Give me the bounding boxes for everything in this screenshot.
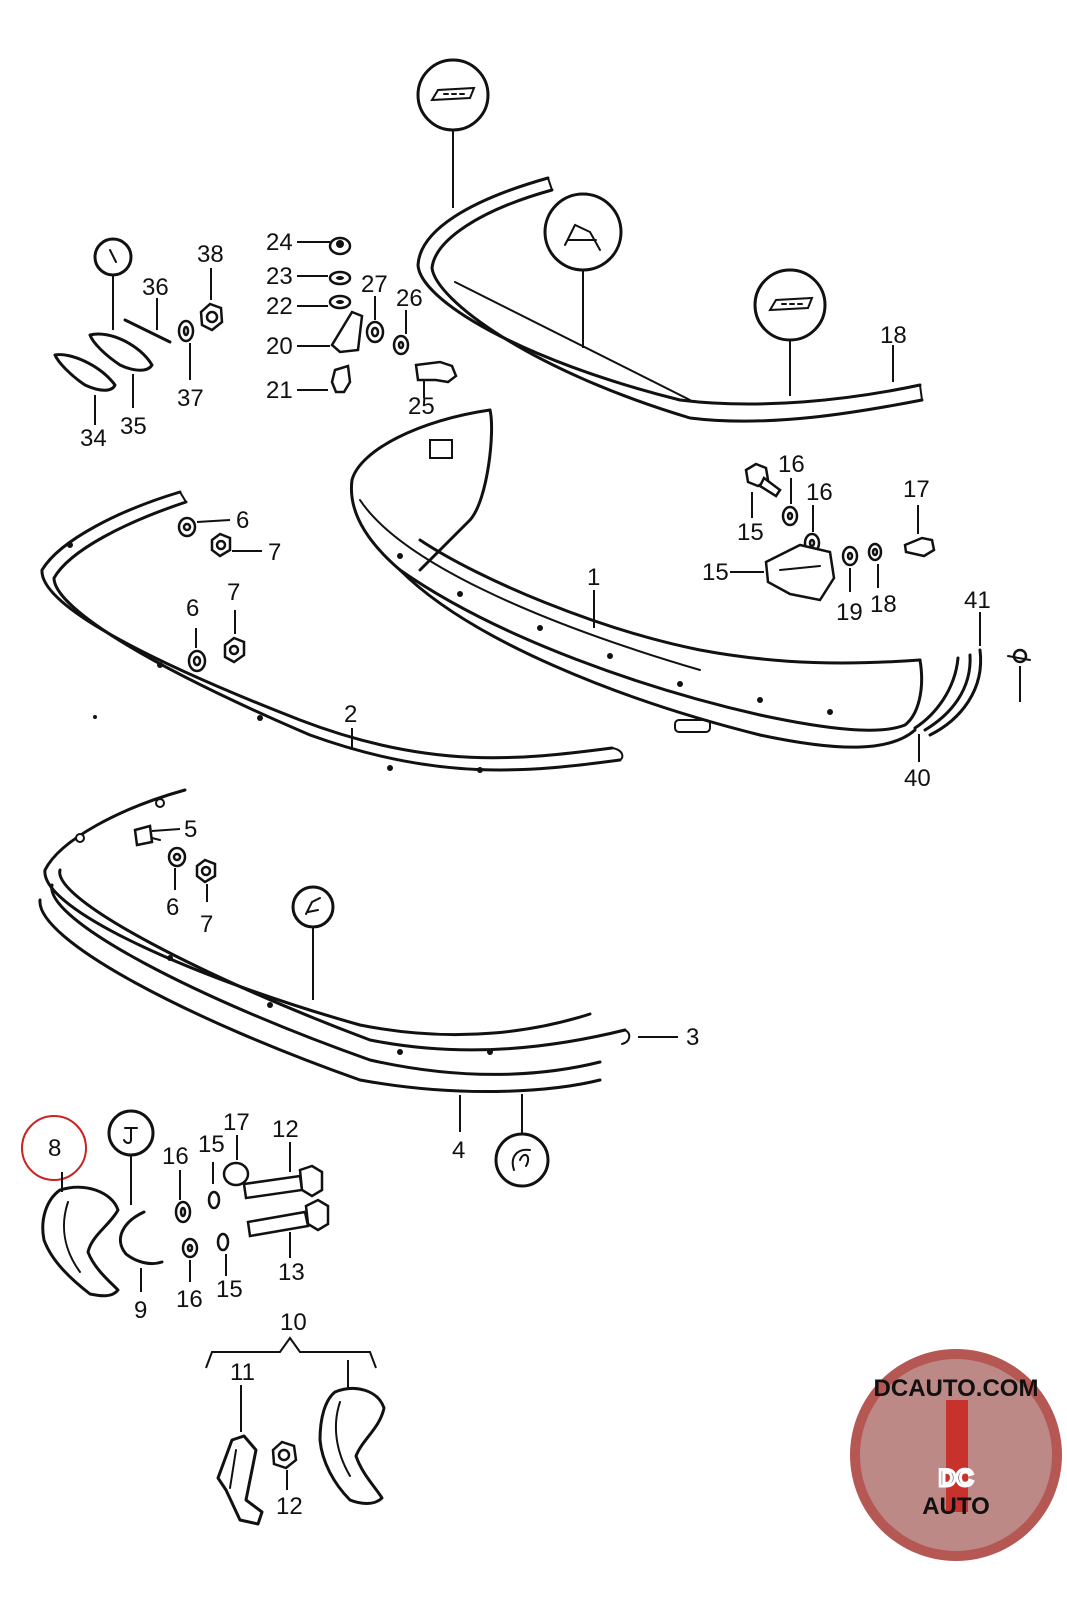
part-label-6a: 6 <box>236 507 249 534</box>
rod-36 <box>123 298 172 344</box>
watermark-letters: DC <box>939 1465 974 1492</box>
part-label-22: 16 <box>806 479 833 506</box>
spacer-9 <box>119 1210 164 1292</box>
part-label-6b: 6 <box>186 595 199 622</box>
hardware-6-7-upper <box>177 516 262 558</box>
part-label-7c: 7 <box>200 911 213 938</box>
part-label-7b: 7 <box>227 579 240 606</box>
hardware-5-6-7-lower <box>133 824 217 902</box>
part-label-31: 25 <box>408 393 435 420</box>
hardware-13-17 <box>174 1135 330 1282</box>
bracket-group-19-25 <box>730 462 936 602</box>
part-label-34: 34 <box>80 425 107 452</box>
dcauto-watermark-logo: DCAUTO.COM DC AUTO <box>850 1349 1062 1561</box>
part-label-27: 21 <box>266 377 293 404</box>
part-label-38: 38 <box>197 241 224 268</box>
part-label-39: 40 <box>904 765 931 792</box>
part-label-30: 24 <box>266 229 293 256</box>
part-label-15a: 15 <box>198 1131 225 1158</box>
hardware-stack-26-33 <box>297 236 458 398</box>
part-label-8: 8 <box>48 1135 61 1162</box>
part-label-28: 22 <box>266 293 293 320</box>
callout-trim-profile-1 <box>416 58 490 208</box>
part-label-17: 17 <box>223 1109 250 1136</box>
nut-12 <box>271 1440 298 1490</box>
part-label-1: 1 <box>587 564 600 591</box>
guard-8 <box>41 1172 120 1298</box>
end-trim-39-40-41 <box>913 612 1031 762</box>
trim-strip-2 <box>40 490 624 773</box>
part-label-18: 18 <box>880 322 907 349</box>
part-label-25: 19 <box>836 599 863 626</box>
callout-trim-clip <box>543 192 623 348</box>
part-label-21: 16 <box>778 451 805 478</box>
part-label-26: 20 <box>266 333 293 360</box>
part-label-2: 2 <box>344 701 357 728</box>
watermark-sub: AUTO <box>922 1493 990 1520</box>
part-label-3: 3 <box>686 1024 699 1051</box>
part-label-35: 35 <box>120 413 147 440</box>
bracket-10 <box>205 1336 377 1369</box>
part-label-23: 17 <box>903 476 930 503</box>
part-label-36: 36 <box>142 274 169 301</box>
part-label-7a: 7 <box>268 539 281 566</box>
bumper-shell-1 <box>349 408 924 749</box>
part-label-29: 23 <box>266 263 293 290</box>
callout-guard-profile <box>93 237 133 330</box>
bracket-11 <box>216 1385 264 1526</box>
part-label-5: 5 <box>184 816 197 843</box>
part-label-16b: 16 <box>176 1286 203 1313</box>
part-label-9: 9 <box>134 1297 147 1324</box>
part-label-10: 10 <box>280 1309 307 1336</box>
guard-10-assembly <box>318 1360 386 1505</box>
part-label-14: 13 <box>278 1259 305 1286</box>
nut-38 <box>199 268 224 332</box>
watermark-domain: DCAUTO.COM <box>874 1375 1039 1402</box>
part-label-11: 11 <box>230 1359 255 1386</box>
part-label-33: 27 <box>361 271 388 298</box>
hardware-6-7-mid <box>187 610 246 673</box>
part-label-24: 18 <box>870 591 897 618</box>
part-label-13: 12 <box>272 1116 299 1143</box>
part-label-12: 12 <box>276 1493 303 1520</box>
part-label-19: 15 <box>702 559 729 586</box>
part-label-20: 15 <box>737 519 764 546</box>
callout-trim-profile-2 <box>753 268 827 396</box>
callout-strip-profile-a <box>291 885 335 1000</box>
trim-strip-3-4 <box>38 788 631 1094</box>
part-label-37: 37 <box>177 385 204 412</box>
part-label-32: 26 <box>396 285 423 312</box>
highlight-marker-8 <box>21 1115 87 1181</box>
washer-37 <box>177 319 195 380</box>
part-label-40: 41 <box>964 587 991 614</box>
callout-strip-profile-b <box>494 1094 550 1188</box>
trim-strip-18 <box>416 176 924 423</box>
callout-spacer-profile <box>107 1109 155 1205</box>
part-label-4: 4 <box>452 1137 465 1164</box>
part-label-6c: 6 <box>166 894 179 921</box>
part-label-15b: 15 <box>216 1276 243 1303</box>
part-label-16a: 16 <box>162 1143 189 1170</box>
guard-pads-34-35 <box>53 332 154 425</box>
